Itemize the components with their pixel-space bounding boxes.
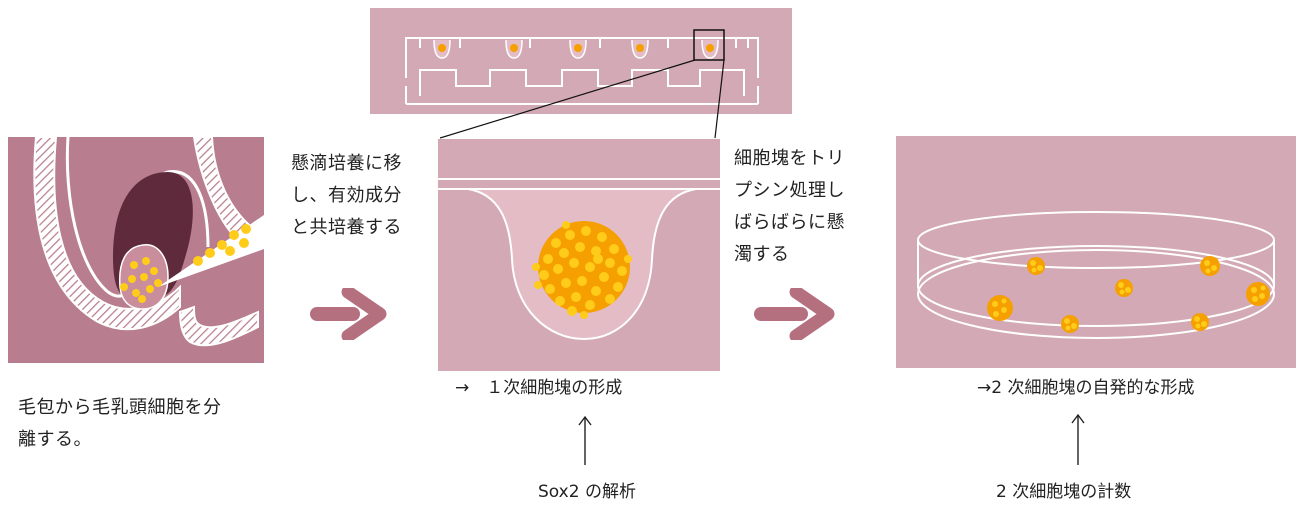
plate-outline bbox=[405, 37, 759, 105]
outer-root-sheath-bottom bbox=[178, 305, 259, 347]
right-arrow-icon bbox=[310, 288, 387, 340]
right-arrow-icon bbox=[754, 288, 835, 340]
secondary-spheroids bbox=[987, 256, 1270, 333]
secondary-spheroid-caption: →2 次細胞塊の自発的な形成 bbox=[977, 378, 1195, 398]
primary-spheroid bbox=[532, 221, 632, 319]
spheroid bbox=[1115, 279, 1133, 297]
up-arrow-icon bbox=[1071, 413, 1085, 465]
petri-dish-illustration bbox=[896, 136, 1296, 368]
hanging-drop-closeup bbox=[438, 139, 720, 371]
spheroid bbox=[1191, 313, 1209, 331]
count-label: 2 次細胞塊の計数 bbox=[996, 482, 1132, 502]
hair-follicle-illustration bbox=[8, 137, 264, 363]
up-arrow-icon bbox=[578, 415, 592, 465]
needle-cells bbox=[193, 224, 251, 266]
spheroid bbox=[1027, 257, 1045, 275]
sox2-label: Sox2 の解析 bbox=[538, 482, 636, 502]
plate-drops bbox=[433, 39, 719, 59]
primary-spheroid-caption: → １次細胞塊の形成 bbox=[455, 378, 623, 398]
petri-dish-outline bbox=[917, 211, 1275, 339]
hanging-drop-plate bbox=[370, 8, 792, 114]
spheroid bbox=[1061, 315, 1079, 333]
spheroid bbox=[987, 295, 1013, 321]
step1-note: 毛包から毛乳頭細胞を分 離する。 bbox=[18, 397, 222, 450]
spheroid bbox=[1200, 256, 1220, 276]
outer-root-sheath-left bbox=[33, 137, 181, 331]
spheroid bbox=[1246, 282, 1270, 306]
zoom-connector bbox=[440, 59, 725, 139]
step2-note: 懸滴培養に移 し、有効成分 と共培養する bbox=[291, 153, 402, 238]
zoom-box bbox=[693, 29, 725, 61]
step3-note: 細胞塊をトリ プシン処理し ばらばらに懸 濁する bbox=[734, 148, 845, 265]
papilla-cells bbox=[120, 257, 162, 303]
